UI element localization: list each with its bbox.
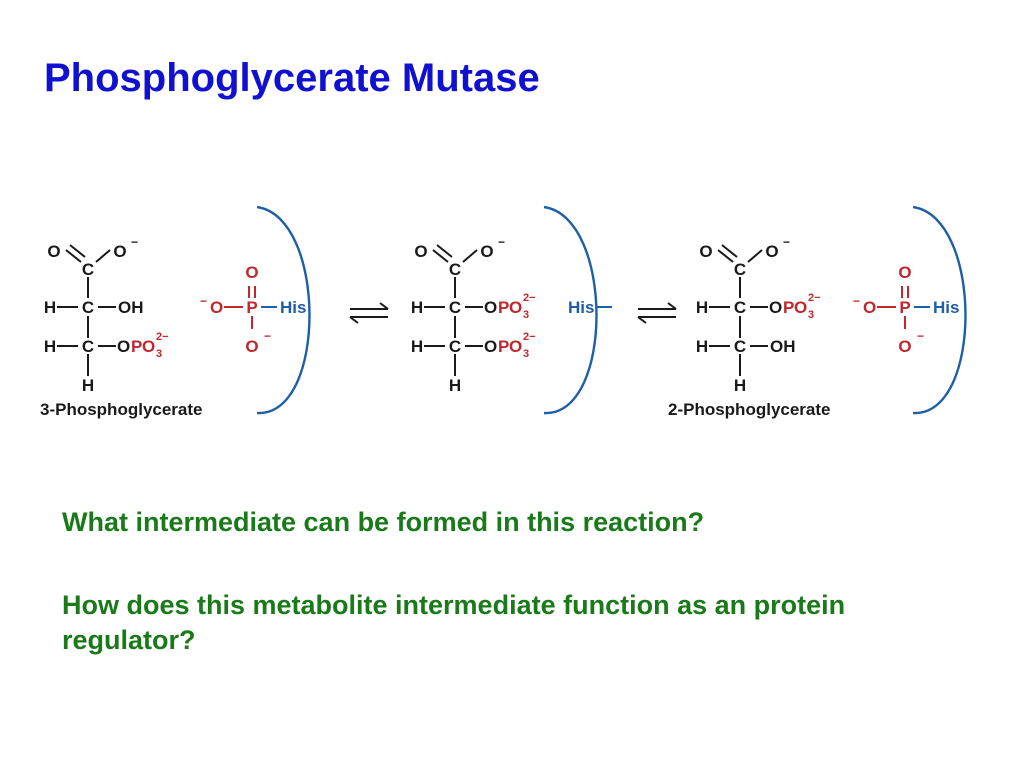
panel-2-phosphoglycerate: O O − C H C O P O 2− 3 H C OH H 2-Phosph… (668, 205, 967, 419)
atom-o: O (769, 298, 782, 317)
charge-minus: − (853, 294, 860, 308)
charge-minus: − (498, 235, 505, 249)
question-intermediate: What intermediate can be formed in this … (62, 507, 705, 537)
atom-h: H (44, 298, 56, 317)
reaction-diagram: O O − C H C OH H C O P O 2− 3 H 3-Phosph… (40, 205, 967, 419)
atom-c: C (82, 298, 94, 317)
charge-minus: − (783, 235, 790, 249)
charge-minus: − (200, 294, 207, 308)
group-po3: P (783, 298, 794, 317)
group-po3: P (498, 337, 509, 356)
equilibrium-arrow (349, 302, 389, 324)
slide-title: Phosphoglycerate Mutase (44, 56, 540, 100)
group-po3: O (794, 298, 807, 317)
group-po3: O (509, 337, 522, 356)
atom-o: O (480, 242, 493, 261)
charge-two-minus: 2− (523, 331, 536, 343)
question-regulator: How does this metabolite intermediate fu… (62, 590, 846, 655)
atom-c: C (734, 298, 746, 317)
atom-o: O (113, 242, 126, 261)
histidine-label: His (933, 298, 959, 317)
atom-h: H (449, 376, 461, 395)
atom-o: O (117, 337, 130, 356)
atom-h: H (411, 298, 423, 317)
group-oh: OH (118, 298, 144, 317)
atom-c: C (449, 337, 461, 356)
atom-o: O (210, 298, 223, 317)
atom-o: O (245, 263, 258, 282)
panel-bisphosphoglycerate: O O − C H C O P O 2− 3 H C O P O 2− 3 H … (411, 205, 612, 415)
charge-minus: − (264, 329, 271, 343)
subscript-three: 3 (523, 309, 529, 321)
atom-o: O (863, 298, 876, 317)
atom-p: P (899, 298, 910, 317)
charge-two-minus: 2− (156, 331, 169, 343)
subscript-three: 3 (156, 348, 162, 360)
atom-h: H (734, 376, 746, 395)
charge-two-minus: 2− (808, 292, 821, 304)
atom-h: H (696, 298, 708, 317)
atom-o: O (47, 242, 60, 261)
atom-o: O (484, 298, 497, 317)
atom-o: O (765, 242, 778, 261)
histidine-label: His (280, 298, 306, 317)
atom-c: C (734, 337, 746, 356)
histidine-label: His (568, 298, 594, 317)
atom-c: C (449, 298, 461, 317)
atom-c: C (82, 337, 94, 356)
atom-o: O (898, 337, 911, 356)
group-po3: P (131, 337, 142, 356)
atom-o: O (699, 242, 712, 261)
atom-h: H (411, 337, 423, 356)
atom-c: C (449, 260, 461, 279)
atom-h: H (44, 337, 56, 356)
group-po3: O (142, 337, 155, 356)
group-po3: O (509, 298, 522, 317)
atom-h: H (82, 376, 94, 395)
equilibrium-arrow (637, 302, 677, 324)
atom-c: C (82, 260, 94, 279)
atom-o: O (414, 242, 427, 261)
atom-o: O (898, 263, 911, 282)
label-2-phosphoglycerate: 2-Phosphoglycerate (668, 400, 831, 419)
atom-o: O (484, 337, 497, 356)
subscript-three: 3 (808, 309, 814, 321)
charge-minus: − (917, 329, 924, 343)
charge-minus: − (131, 235, 138, 249)
subscript-three: 3 (523, 348, 529, 360)
atom-p: P (246, 298, 257, 317)
charge-two-minus: 2− (523, 292, 536, 304)
group-po3: P (498, 298, 509, 317)
panel-3-phosphoglycerate: O O − C H C OH H C O P O 2− 3 H 3-Phosph… (40, 205, 311, 419)
atom-o: O (245, 337, 258, 356)
label-3-phosphoglycerate: 3-Phosphoglycerate (40, 400, 203, 419)
atom-c: C (734, 260, 746, 279)
group-oh: OH (770, 337, 796, 356)
atom-h: H (696, 337, 708, 356)
